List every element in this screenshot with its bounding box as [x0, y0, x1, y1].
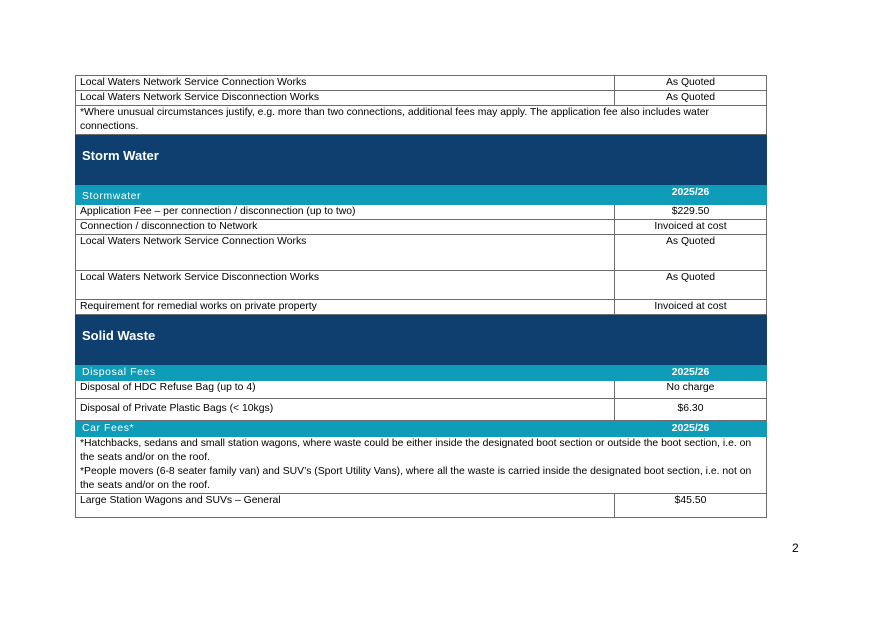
- row-value: Invoiced at cost: [614, 219, 767, 235]
- row-label: Connection / disconnection to Network: [75, 219, 615, 235]
- row-label: Local Waters Network Service Disconnecti…: [75, 270, 615, 300]
- table-row: Requirement for remedial works on privat…: [75, 299, 767, 315]
- subheader-label: Stormwater: [75, 184, 615, 205]
- row-value: Invoiced at cost: [614, 299, 767, 315]
- row-label: Local Waters Network Service Connection …: [75, 75, 615, 91]
- row-label: Disposal of Private Plastic Bags (< 10kg…: [75, 398, 615, 421]
- table-row: Local Waters Network Service Connection …: [75, 75, 767, 91]
- year-label: 2025/26: [614, 420, 767, 437]
- table-row: Application Fee – per connection / disco…: [75, 204, 767, 220]
- car-fees-notes: *Hatchbacks, sedans and small station wa…: [75, 436, 767, 494]
- table-row: Disposal of HDC Refuse Bag (up to 4) No …: [75, 380, 767, 399]
- row-value: $45.50: [614, 493, 767, 518]
- subheader-label: Disposal Fees: [75, 364, 615, 381]
- table-row: Local Waters Network Service Disconnecti…: [75, 90, 767, 106]
- row-value: $6.30: [614, 398, 767, 421]
- row-label: Large Station Wagons and SUVs – General: [75, 493, 615, 518]
- subheader-label: Car Fees*: [75, 420, 615, 437]
- row-label: Local Waters Network Service Disconnecti…: [75, 90, 615, 106]
- wastewater-note: *Where unusual circumstances justify, e.…: [75, 105, 767, 135]
- car-note: *Hatchbacks, sedans and small station wa…: [80, 438, 752, 463]
- subheader-disposal-fees: Disposal Fees 2025/26: [75, 364, 767, 381]
- section-header-solid-waste: Solid Waste: [75, 314, 767, 365]
- row-value: No charge: [614, 380, 767, 399]
- row-label: Requirement for remedial works on privat…: [75, 299, 615, 315]
- note-row: *Where unusual circumstances justify, e.…: [75, 105, 767, 135]
- section-title: Solid Waste: [75, 314, 615, 365]
- row-value: As Quoted: [614, 90, 767, 106]
- year-label: 2025/26: [614, 184, 767, 205]
- fees-table: Local Waters Network Service Connection …: [75, 75, 767, 518]
- row-label: Disposal of HDC Refuse Bag (up to 4): [75, 380, 615, 399]
- subheader-stormwater: Stormwater 2025/26: [75, 184, 767, 205]
- section-header-blank: [614, 134, 767, 185]
- row-value: As Quoted: [614, 75, 767, 91]
- row-value: As Quoted: [614, 270, 767, 300]
- section-title: Storm Water: [75, 134, 615, 185]
- row-label: Local Waters Network Service Connection …: [75, 234, 615, 271]
- year-label: 2025/26: [614, 364, 767, 381]
- subheader-car-fees: Car Fees* 2025/26: [75, 420, 767, 437]
- row-label: Application Fee – per connection / disco…: [75, 204, 615, 220]
- table-row: Local Waters Network Service Connection …: [75, 234, 767, 271]
- row-value: $229.50: [614, 204, 767, 220]
- table-row: Connection / disconnection to Network In…: [75, 219, 767, 235]
- row-value: As Quoted: [614, 234, 767, 271]
- table-row: Local Waters Network Service Disconnecti…: [75, 270, 767, 300]
- car-note: *People movers (6-8 seater family van) a…: [80, 466, 752, 491]
- page-number: 2: [792, 541, 799, 555]
- section-header-blank: [614, 314, 767, 365]
- section-header-storm-water: Storm Water: [75, 134, 767, 185]
- table-row: Large Station Wagons and SUVs – General …: [75, 493, 767, 518]
- table-row: Disposal of Private Plastic Bags (< 10kg…: [75, 398, 767, 421]
- note-row: *Hatchbacks, sedans and small station wa…: [75, 436, 767, 494]
